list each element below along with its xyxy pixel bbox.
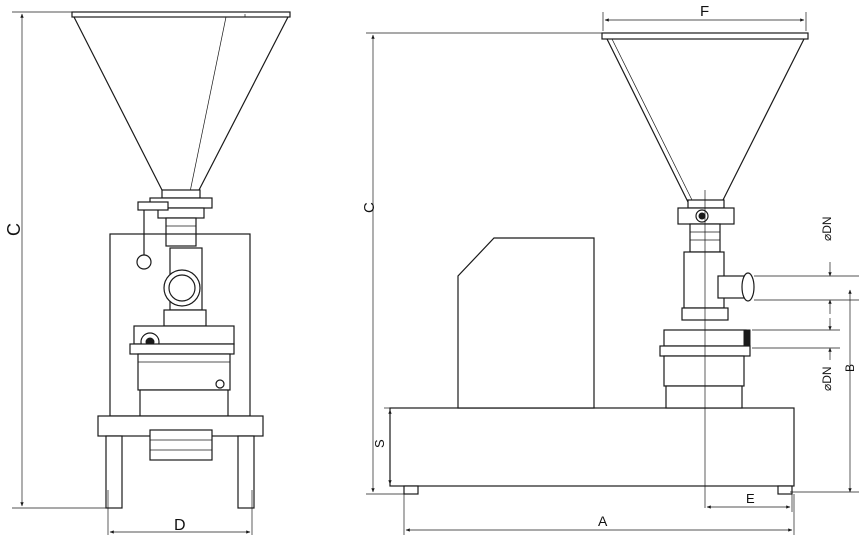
- right-view: F C S ⌀DN ⌀DN: [361, 3, 859, 535]
- right-dim-dn-bottom: ⌀DN: [752, 318, 840, 391]
- left-dim-c-label: C: [4, 223, 24, 236]
- left-stand: [97, 415, 264, 509]
- right-dim-s: S: [372, 407, 392, 485]
- right-dim-c: C: [361, 32, 602, 495]
- right-dim-f: F: [602, 3, 807, 31]
- right-dim-dn-top-label: ⌀DN: [820, 216, 834, 241]
- left-view: C D: [4, 11, 291, 535]
- right-dim-c-label: C: [361, 202, 378, 213]
- left-dim-d-label: D: [174, 517, 186, 534]
- right-hopper: [601, 32, 809, 203]
- right-dim-s-label: S: [372, 439, 387, 448]
- left-valve: [136, 197, 213, 270]
- right-valve: [659, 199, 755, 409]
- right-dim-e: E: [706, 491, 793, 512]
- right-dim-dn-top: ⌀DN: [754, 216, 859, 314]
- right-dim-b: B: [790, 289, 859, 493]
- left-hopper: [71, 11, 291, 199]
- left-pump-body: [129, 247, 235, 417]
- right-dim-f-label: F: [700, 3, 709, 20]
- right-dim-a: A: [403, 494, 795, 535]
- left-dim-d: D: [107, 490, 253, 535]
- right-motor: [457, 237, 595, 409]
- right-dim-e-label: E: [746, 491, 755, 506]
- left-dim-c: C: [4, 11, 106, 509]
- right-dim-dn-bottom-label: ⌀DN: [820, 366, 834, 391]
- right-base: [389, 407, 795, 495]
- right-dim-a-label: A: [598, 513, 608, 529]
- right-dim-b-label: B: [843, 364, 857, 372]
